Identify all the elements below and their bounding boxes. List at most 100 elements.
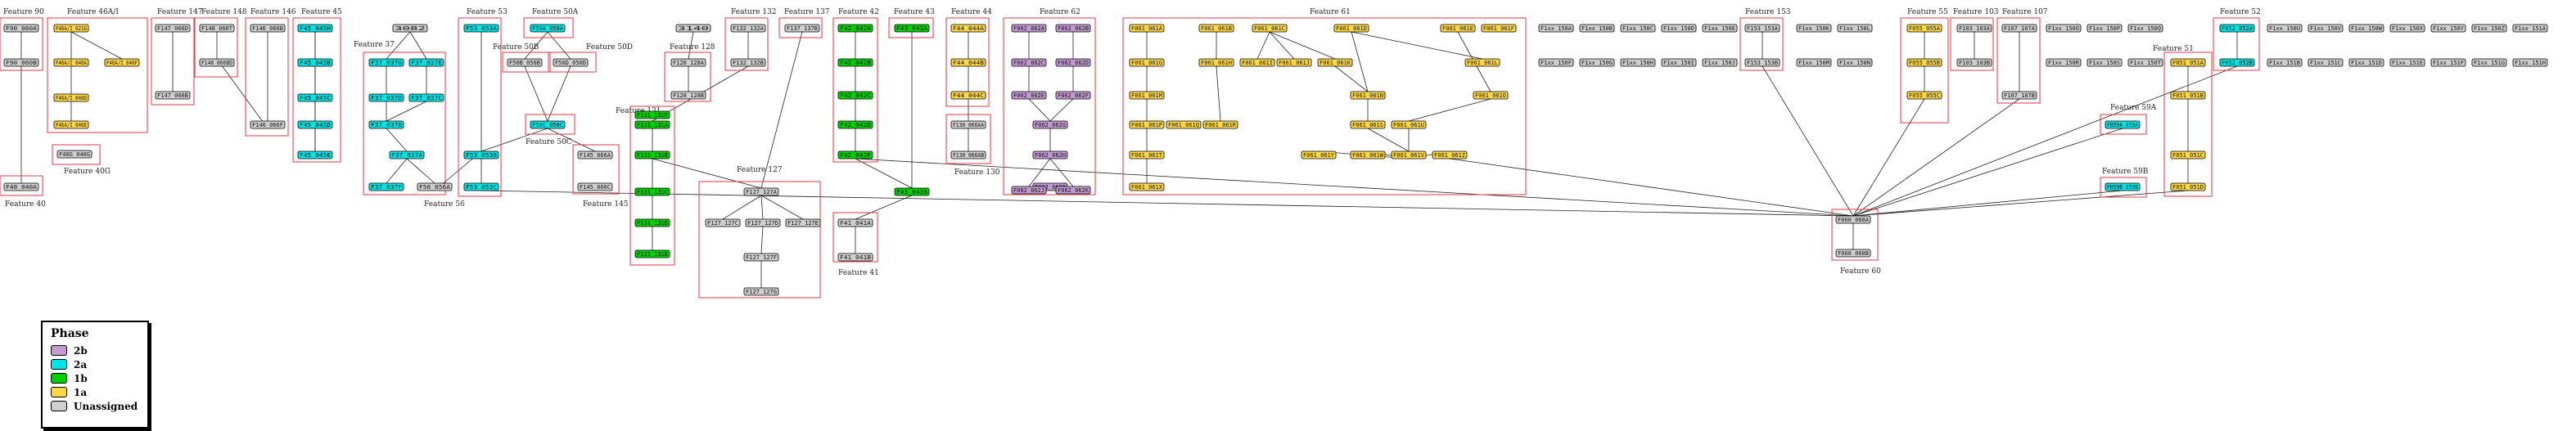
context-node[interactable] [1391, 120, 1427, 129]
context-node[interactable] [705, 218, 741, 227]
context-node[interactable] [634, 120, 670, 129]
context-node[interactable] [1032, 150, 1068, 159]
context-node[interactable] [1301, 150, 1337, 159]
context-node[interactable] [553, 58, 589, 67]
context-node[interactable] [1661, 58, 1697, 67]
context-node[interactable] [1129, 150, 1165, 159]
context-node[interactable] [530, 24, 566, 33]
context-node[interactable] [837, 120, 873, 129]
context-node[interactable] [634, 110, 670, 119]
context-node[interactable] [2471, 58, 2507, 67]
context-node[interactable] [297, 58, 333, 67]
context-node[interactable] [2267, 58, 2303, 67]
context-node[interactable] [894, 187, 930, 196]
context-node[interactable] [2127, 58, 2163, 67]
context-node[interactable] [670, 91, 706, 100]
context-node[interactable] [894, 24, 930, 33]
context-node[interactable] [2170, 91, 2206, 100]
context-node[interactable] [3, 24, 39, 33]
context-node[interactable] [1702, 58, 1738, 67]
context-node[interactable] [950, 58, 986, 67]
context-node[interactable] [1333, 24, 1369, 33]
context-node[interactable] [1011, 58, 1047, 67]
context-node[interactable] [1837, 58, 1873, 67]
context-node[interactable] [1129, 91, 1165, 100]
context-node[interactable] [743, 187, 779, 196]
context-node[interactable] [577, 182, 613, 191]
context-node[interactable] [1906, 24, 1942, 33]
context-node[interactable] [675, 24, 711, 33]
context-node[interactable] [1011, 91, 1047, 100]
context-node[interactable] [507, 58, 543, 67]
context-node[interactable] [1055, 91, 1091, 100]
context-node[interactable] [2389, 58, 2425, 67]
context-node[interactable] [297, 93, 333, 102]
context-node[interactable] [634, 249, 670, 258]
context-node[interactable] [634, 187, 670, 196]
context-node[interactable] [368, 182, 404, 191]
context-node[interactable] [2267, 24, 2303, 33]
context-node[interactable] [577, 150, 613, 159]
context-node[interactable] [1796, 24, 1832, 33]
context-node[interactable] [1317, 58, 1353, 67]
context-node[interactable] [199, 24, 235, 33]
context-node[interactable] [2308, 24, 2344, 33]
context-node[interactable] [104, 58, 140, 67]
context-node[interactable] [53, 120, 89, 129]
context-node[interactable] [2087, 58, 2123, 67]
context-node[interactable] [730, 58, 766, 67]
context-node[interactable] [1239, 58, 1275, 67]
context-node[interactable] [1538, 58, 1574, 67]
context-node[interactable] [1579, 58, 1615, 67]
context-node[interactable] [1744, 24, 1780, 33]
context-node[interactable] [1350, 91, 1386, 100]
context-node[interactable] [297, 24, 333, 33]
context-node[interactable] [1166, 120, 1202, 129]
context-node[interactable] [2127, 24, 2163, 33]
context-node[interactable] [2512, 24, 2548, 33]
context-node[interactable] [634, 218, 670, 227]
context-node[interactable] [1202, 120, 1238, 129]
context-node[interactable] [2430, 58, 2466, 67]
context-node[interactable] [2001, 91, 2037, 100]
context-node[interactable] [463, 182, 499, 191]
context-node[interactable] [2105, 182, 2141, 191]
context-node[interactable] [2105, 120, 2141, 129]
context-node[interactable] [1129, 120, 1165, 129]
context-node[interactable] [1055, 24, 1091, 33]
context-node[interactable] [297, 120, 333, 129]
context-node[interactable] [250, 120, 286, 129]
context-node[interactable] [530, 120, 566, 129]
context-node[interactable] [743, 287, 779, 296]
context-node[interactable] [1198, 58, 1234, 67]
context-node[interactable] [2389, 24, 2425, 33]
context-node[interactable] [837, 218, 873, 227]
context-node[interactable] [2170, 58, 2206, 67]
context-node[interactable] [1011, 186, 1047, 195]
context-node[interactable] [784, 24, 820, 33]
context-node[interactable] [1956, 24, 1992, 33]
context-node[interactable] [56, 150, 92, 159]
context-node[interactable] [950, 150, 986, 159]
context-node[interactable] [2001, 24, 2037, 33]
context-node[interactable] [1129, 58, 1165, 67]
context-node[interactable] [2046, 24, 2082, 33]
context-node[interactable] [2219, 58, 2255, 67]
context-node[interactable] [1579, 24, 1615, 33]
context-node[interactable] [743, 253, 779, 262]
context-node[interactable] [1661, 24, 1697, 33]
context-node[interactable] [1276, 58, 1312, 67]
context-node[interactable] [2471, 24, 2507, 33]
context-node[interactable] [389, 150, 425, 159]
context-node[interactable] [1129, 24, 1165, 33]
context-node[interactable] [368, 120, 404, 129]
context-node[interactable] [730, 24, 766, 33]
context-node[interactable] [408, 58, 444, 67]
context-node[interactable] [368, 58, 404, 67]
context-node[interactable] [53, 93, 89, 102]
context-node[interactable] [250, 24, 286, 33]
context-node[interactable] [1796, 58, 1832, 67]
context-node[interactable] [2170, 150, 2206, 159]
context-node[interactable] [1055, 58, 1091, 67]
context-node[interactable] [1432, 150, 1468, 159]
